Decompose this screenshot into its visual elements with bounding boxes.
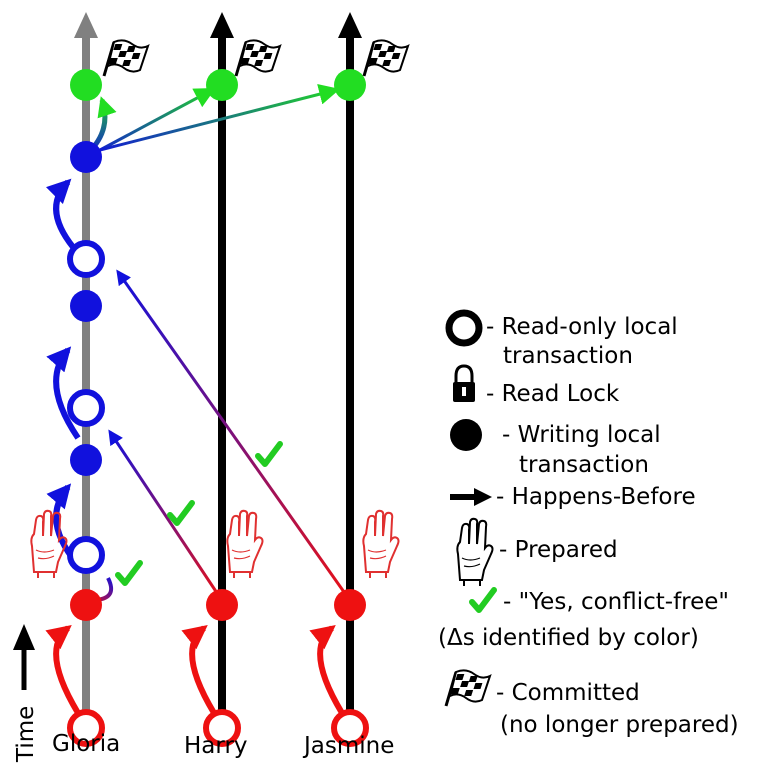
timeline-label-gloria: Gloria: [52, 731, 120, 757]
gloria-readonly-tx-2: [67, 389, 105, 427]
time-up-arrow-icon: [13, 624, 35, 650]
legend-committed-label: - Committed: [496, 680, 640, 706]
legend-read-lock-label: - Read Lock: [486, 381, 620, 407]
gloria-committed-flag-icon: [102, 38, 150, 78]
harry-local-arrow: [181, 625, 217, 715]
legend-writing-label-2: transaction: [519, 452, 649, 478]
timeline-label-jasmine: Jasmine: [302, 733, 394, 759]
jasmine-committed-flag-icon: [362, 38, 410, 78]
gloria-readonly-tx-start: [67, 709, 105, 747]
legend-writing-icon: [450, 419, 482, 451]
gloria-time-arrowhead: [74, 12, 98, 38]
legend-happens-before-arrow-icon: [450, 488, 492, 506]
jasmine-nodes: [331, 69, 369, 747]
cross-arrows: [99, 83, 346, 594]
legend-deltas-label: (Δs identified by color): [438, 625, 699, 651]
time-label: Time: [13, 706, 39, 763]
harry-nodes: [203, 69, 241, 747]
jasmine-time-arrowhead: [338, 12, 362, 38]
harry-readonly-tx-start: [203, 709, 241, 747]
gloria-nodes: [67, 69, 105, 747]
jasmine-prepared-hand-icon: [362, 509, 400, 579]
jasmine-readonly-tx-start: [331, 709, 369, 747]
gloria-readonly-tx-1: [67, 536, 105, 574]
harry-yes-check-icon: [170, 503, 192, 523]
legend: - Read-only local transaction - Read Loc…: [438, 309, 739, 738]
legend-writing-label: - Writing local: [502, 422, 661, 448]
gloria-write-tx-2: [70, 290, 102, 322]
jasmine-prepare-node: [334, 589, 366, 621]
timeline-label-harry: Harry: [184, 733, 248, 759]
harry-commit-node: [206, 69, 238, 101]
jasmine-commit-node: [334, 69, 366, 101]
gloria-write-tx-3: [70, 141, 102, 173]
legend-lock-icon: [453, 364, 475, 402]
time-axis: Time: [13, 624, 39, 763]
legend-readonly-icon: [445, 309, 483, 347]
legend-prepared-hand-icon: [456, 517, 494, 587]
jasmine-local-arrow: [309, 625, 345, 715]
gloria-write-tx-1: [70, 444, 102, 476]
legend-readonly-label-2: transaction: [503, 343, 633, 369]
legend-committed-flag-icon: [444, 668, 492, 708]
gloria-readonly-tx-3: [67, 240, 105, 278]
harry-prepare-node: [206, 589, 238, 621]
harry-committed-flag-icon: [234, 38, 282, 78]
legend-yes-label: - "Yes, conflict-free": [503, 589, 729, 615]
legend-prepared-label: - Prepared: [499, 537, 618, 563]
legend-happens-before-label: - Happens-Before: [496, 484, 696, 510]
legend-readonly-label: - Read-only local: [486, 314, 678, 340]
harry-prepared-hand-icon: [226, 509, 264, 579]
legend-committed-label-2: (no longer prepared): [500, 712, 739, 738]
gloria-commit-node: [70, 69, 102, 101]
legend-check-icon: [472, 590, 494, 610]
gloria-prepare-node: [70, 589, 102, 621]
harry-time-arrowhead: [210, 12, 234, 38]
gloria-yes-check-icon: [118, 563, 140, 583]
jasmine-yes-check-icon: [258, 444, 280, 464]
